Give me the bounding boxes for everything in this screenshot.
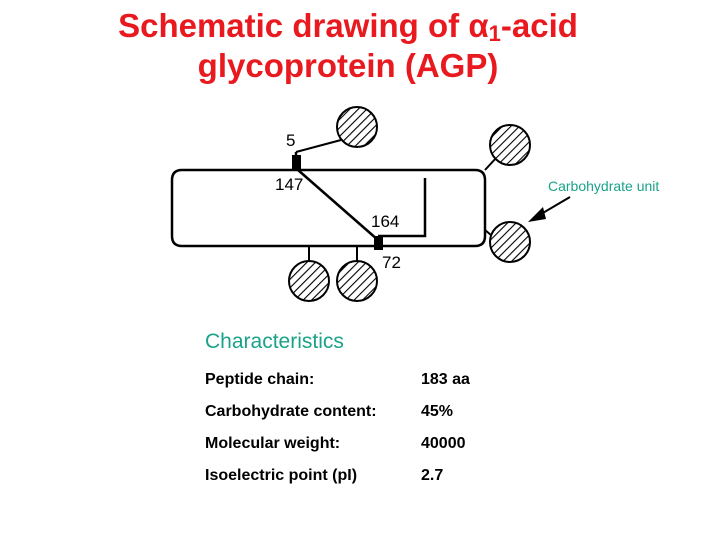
carbohydrate-unit-callout: Carbohydrate unit — [548, 178, 660, 194]
residue-164-label: 164 — [371, 212, 399, 231]
title-prefix: Schematic drawing of — [118, 7, 469, 44]
carbohydrate-unit — [336, 106, 378, 148]
title-line-1: Schematic drawing of α1-acid — [0, 6, 696, 46]
residue-164-marker — [374, 236, 383, 250]
characteristic-value: 183 aa — [421, 371, 470, 388]
title-line-2: glycoprotein (AGP) — [197, 47, 499, 84]
residue-72-label: 72 — [382, 253, 401, 272]
carbohydrate-unit — [336, 260, 378, 302]
alpha-symbol: α — [468, 7, 489, 44]
disulfide-bond — [297, 169, 379, 241]
page-title: Schematic drawing of α1-acid glycoprotei… — [0, 6, 696, 86]
alpha-subscript: 1 — [488, 21, 501, 46]
peptide-chain-hook — [378, 178, 427, 238]
characteristic-value: 2.7 — [421, 467, 444, 484]
characteristic-label: Molecular weight: — [205, 435, 341, 452]
peptide-chain-loop — [170, 168, 487, 248]
carbohydrate-unit — [489, 124, 531, 166]
characteristic-label: Peptide chain: — [205, 371, 315, 388]
characteristic-value: 40000 — [421, 435, 466, 452]
residue-5-label: 5 — [286, 131, 295, 150]
characteristics-heading: Characteristics — [205, 330, 344, 353]
carbohydrate-unit — [489, 221, 531, 263]
residue-147-label: 147 — [275, 175, 303, 194]
carbohydrate-unit — [288, 260, 330, 302]
residue-147-marker — [292, 155, 301, 171]
characteristic-label: Carbohydrate content: — [205, 403, 377, 420]
title-suffix: -acid — [500, 7, 578, 44]
characteristic-label: Isoelectric point (pI) — [205, 467, 358, 484]
carbohydrate-stem-top — [295, 139, 342, 153]
callout-arrow-head — [528, 207, 546, 222]
characteristic-value: 45% — [421, 403, 454, 420]
